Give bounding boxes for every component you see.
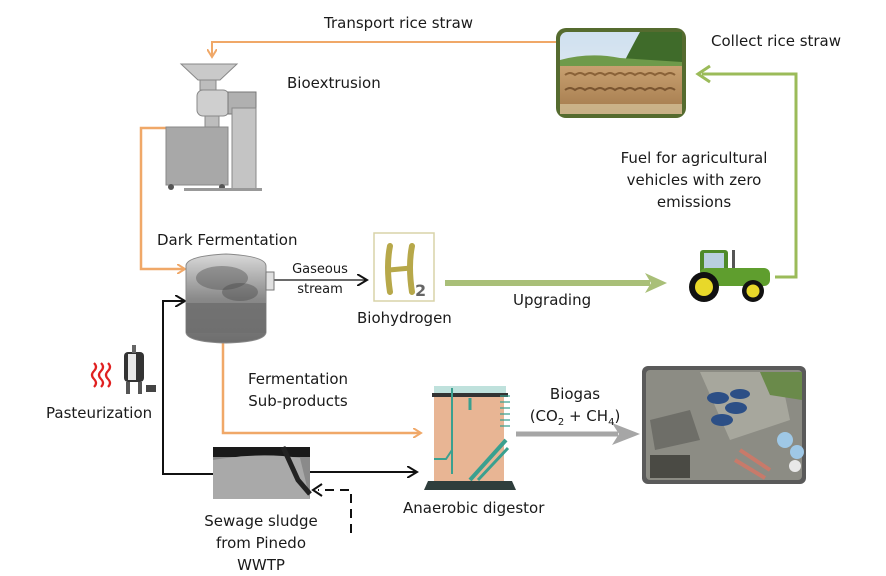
flow-bioextrusion-to-fermenter xyxy=(139,126,184,269)
heat-waves-icon xyxy=(90,362,112,388)
dark-fermenter-tank xyxy=(185,253,275,344)
flow-subproducts-to-digester xyxy=(221,342,420,433)
upgrading-arrowhead xyxy=(645,273,667,293)
fuel-line-3: emissions xyxy=(656,193,732,211)
label-anaerobic-digestor: Anaerobic digestor xyxy=(403,499,545,517)
gaseous-line-1: Gaseous xyxy=(292,262,348,277)
label-fermentation-subproducts: Fermentation Sub-products xyxy=(238,368,358,412)
gaseous-line-2: stream xyxy=(297,282,343,297)
subproducts-line-1: Fermentation xyxy=(247,370,349,388)
label-fuel-zero-emissions: Fuel for agricultural vehicles with zero… xyxy=(604,147,784,213)
label-dark-fermentation: Dark Fermentation xyxy=(157,231,298,249)
process-diagram: 2 xyxy=(90,28,806,533)
subproducts-line-2: Sub-products xyxy=(248,392,348,410)
field-arrowhead xyxy=(695,64,711,84)
sewage-line-1: Sewage sludge xyxy=(204,512,318,530)
pasteurization-unit xyxy=(90,345,156,394)
flow-transport-rice-straw xyxy=(212,41,556,56)
flow-tractor-to-field xyxy=(702,72,798,279)
h2-subscript: 2 xyxy=(415,281,426,300)
label-upgrading: Upgrading xyxy=(513,291,592,309)
rice-field-photo xyxy=(556,28,686,118)
flow-wwtp-dashed xyxy=(318,489,352,533)
biogas-arrowhead xyxy=(612,423,640,445)
label-gaseous-stream: Gaseous stream xyxy=(284,260,356,300)
dashed-arrowhead xyxy=(311,483,323,497)
label-bioextrusion: Bioextrusion xyxy=(287,74,381,92)
hydrogen-h2-icon: 2 xyxy=(373,232,435,302)
label-pasteurization: Pasteurization xyxy=(46,404,153,422)
fuel-line-2: vehicles with zero xyxy=(626,171,762,189)
biogas-formula: (CO2 + CH4) xyxy=(529,407,621,428)
anaerobic-digester xyxy=(424,386,516,490)
label-biohydrogen: Biohydrogen xyxy=(357,309,452,327)
label-collect-rice-straw: Collect rice straw xyxy=(711,32,842,50)
flow-sludge-to-fermenter xyxy=(162,301,213,475)
biogas-line-1: Biogas xyxy=(549,385,601,403)
label-transport-rice-straw: Transport rice straw xyxy=(324,14,474,32)
wwtp-aerial-photo xyxy=(642,366,806,484)
label-sewage-sludge: Sewage sludge from Pinedo WWTP xyxy=(196,510,326,576)
sewage-sludge-photo xyxy=(213,445,312,499)
bioextruder-machine xyxy=(165,63,262,191)
sewage-line-3: WWTP xyxy=(237,556,285,574)
fuel-line-1: Fuel for agricultural xyxy=(620,149,768,167)
sewage-line-2: from Pinedo xyxy=(216,534,306,552)
label-biogas: Biogas (CO2 + CH4) xyxy=(525,383,625,434)
tractor-icon xyxy=(689,250,770,302)
